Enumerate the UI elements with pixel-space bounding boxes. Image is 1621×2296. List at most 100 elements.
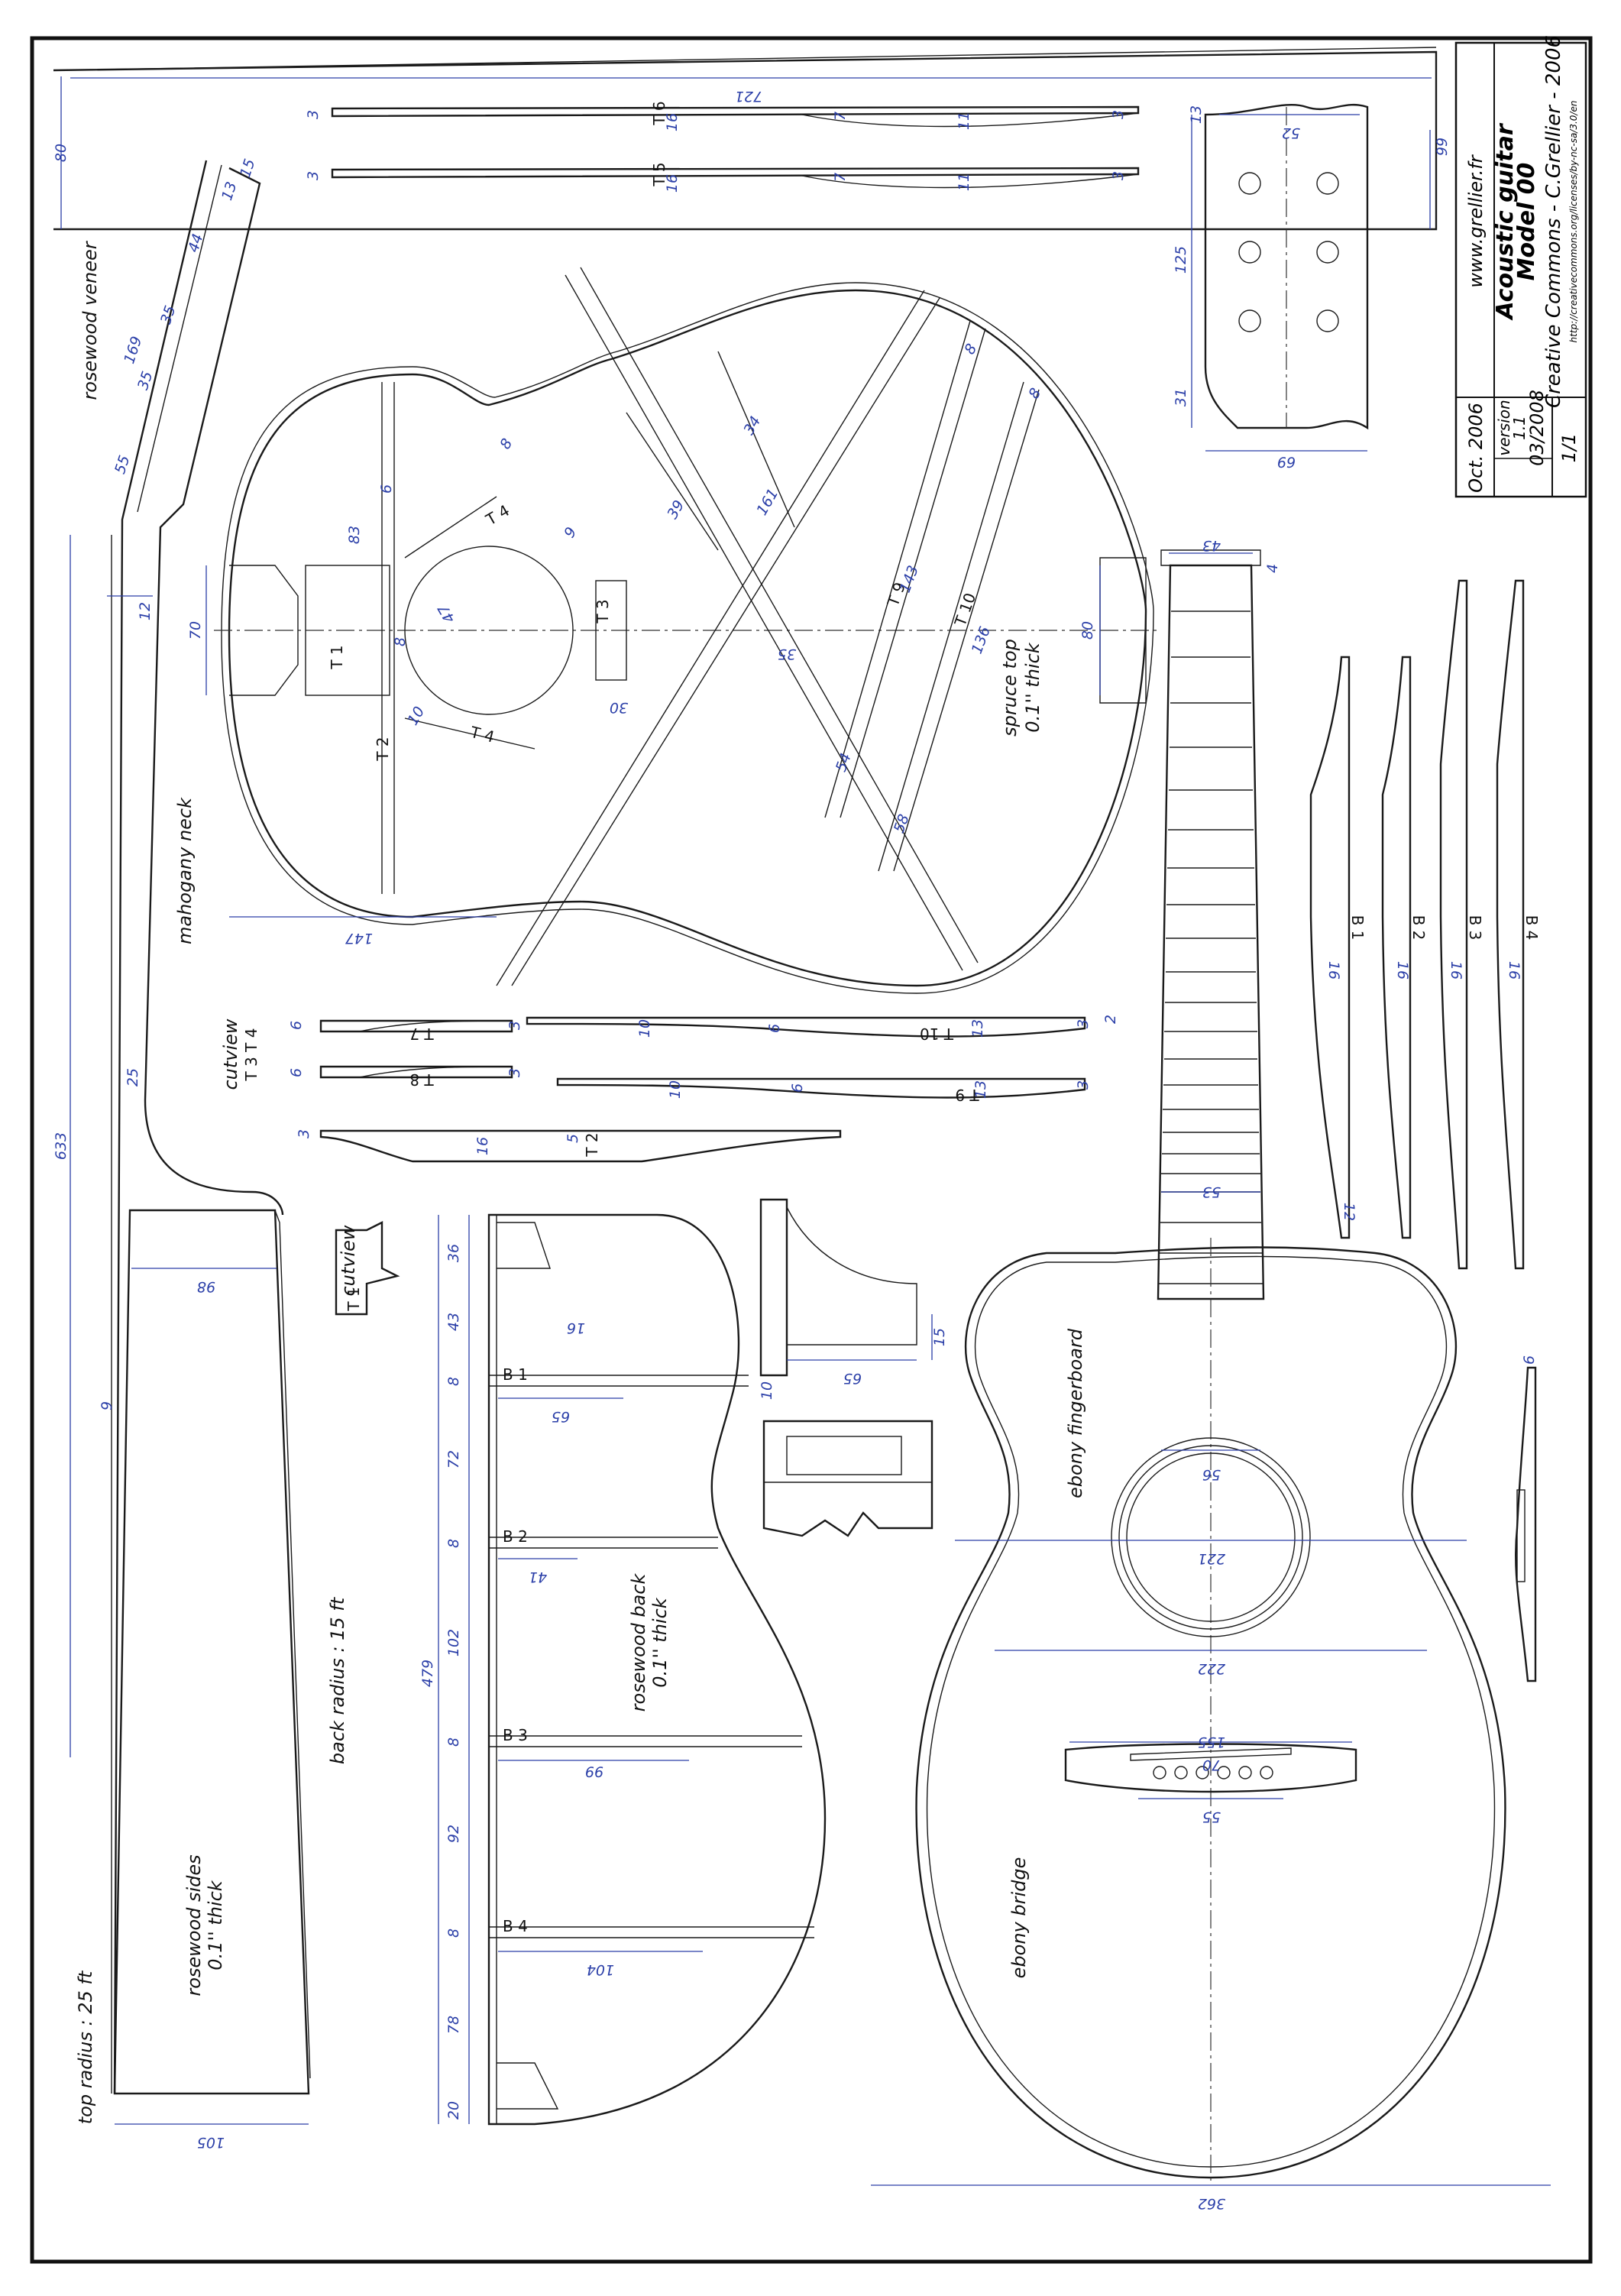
title-model: Model 00 — [1513, 163, 1540, 281]
side-profile — [1514, 1366, 1537, 1682]
dim-t10-10: 10 — [636, 1019, 653, 1038]
tag-t10-profile: T 10 — [920, 1025, 954, 1043]
dim-body-222: 222 — [1198, 1660, 1225, 1677]
dim-det-15: 15 — [931, 1328, 948, 1346]
tag-b1: B 1 — [1348, 915, 1367, 941]
sheet-frame — [30, 36, 1593, 2264]
dim-brace-8: 8 — [497, 436, 516, 452]
title-revision-date: 03/2008 — [1526, 390, 1548, 466]
tag-t9-profile: T 9 — [955, 1086, 979, 1104]
dim-neck-633: 633 — [53, 1132, 70, 1160]
dim-t6-e: 3 — [1110, 110, 1127, 119]
dim-brace-8c: 8 — [1025, 385, 1044, 401]
dim-neck-9: 9 — [99, 1401, 115, 1410]
dim-back-8c: 8 — [445, 1737, 462, 1747]
dim-veneer-e: 35 — [157, 303, 179, 326]
dim-back-104: 104 — [587, 1961, 614, 1978]
dim-t6-b: 16 — [664, 113, 681, 131]
tag-t7: T 7 — [409, 1025, 434, 1043]
dim-b4-16: 16 — [1506, 961, 1522, 980]
dim-cv-6b: 6 — [288, 1068, 305, 1077]
tag-t6: T 6 — [650, 101, 668, 125]
dim-bridge-70: 70 — [1202, 1757, 1221, 1773]
dim-t5-b: 16 — [664, 174, 681, 193]
dim-t10-3: 3 — [1075, 1019, 1092, 1028]
label-rosewood-back-thick: 0.1'' thick — [649, 1597, 671, 1687]
title-license: Creative Commons - C.Grellier - 2006 — [1542, 35, 1565, 408]
dim-t6-a: 3 — [305, 110, 322, 119]
title-version: 1.1 — [1510, 416, 1529, 440]
dim-b-12: 12 — [1341, 1203, 1357, 1221]
tag-t1-cutview: T 1 — [345, 1287, 363, 1311]
label-top-radius: top radius : 25 ft — [75, 1970, 96, 2124]
dim-t1-70: 70 — [187, 621, 204, 640]
label-rosewood-veneer: rosewood veneer — [79, 240, 101, 400]
dim-t1-8: 8 — [392, 637, 409, 646]
tag-t8: T 8 — [409, 1070, 434, 1089]
rosewood-sides — [113, 1209, 311, 2125]
dim-head-base-w: 69 — [1277, 455, 1296, 471]
label-back-radius: back radius : 15 ft — [327, 1596, 348, 1764]
body-front — [871, 1238, 1551, 2186]
dim-veneer-g: 55 — [112, 453, 133, 476]
dim-hole-47: 47 — [435, 601, 458, 626]
dim-brace-39: 39 — [664, 497, 688, 522]
dim-head-top-w: 52 — [1282, 125, 1300, 141]
title-version-label: version — [1495, 400, 1513, 455]
dim-veneer-d: 169 — [121, 335, 145, 366]
dim-b3-16: 16 — [1448, 961, 1464, 980]
title-block: www.grellier.fr Acoustic guitar Model 00… — [1454, 35, 1587, 498]
rosewood-back — [438, 1213, 827, 2126]
dim-brace-35: 35 — [778, 646, 796, 662]
dim-brace-34: 34 — [740, 413, 764, 438]
dim-cv-3a: 3 — [506, 1021, 523, 1030]
dim-t2-10: 10 — [404, 704, 428, 728]
dim-side-6: 6 — [1521, 1355, 1538, 1365]
dim-sides-98: 98 — [197, 1278, 215, 1295]
dim-det-10: 10 — [759, 1381, 775, 1400]
dim-back-8b: 8 — [445, 1539, 462, 1548]
dim-t2-3: 3 — [296, 1129, 312, 1138]
tag-t10: T 10 — [950, 591, 979, 630]
dim-brace-9: 9 — [561, 524, 580, 540]
dim-sides-105: 105 — [197, 2134, 225, 2151]
dim-t5-c: 7 — [832, 173, 849, 182]
dim-back-66: 66 — [585, 1764, 603, 1781]
dim-t5-d: 11 — [956, 173, 972, 191]
dim-back-36: 36 — [445, 1244, 462, 1262]
title-name: Acoustic guitar — [1492, 122, 1519, 320]
dim-back-8d: 8 — [445, 1928, 462, 1938]
tag-b4-back: B 4 — [503, 1917, 528, 1935]
neck-side-view — [70, 160, 284, 2094]
dim-t9-13: 13 — [972, 1080, 989, 1099]
tag-t2: T 2 — [374, 737, 392, 761]
tag-b2-back: B 2 — [503, 1527, 528, 1546]
label-rosewood-sides: rosewood sides — [183, 1854, 205, 1996]
dim-brace-161: 161 — [753, 486, 781, 518]
dim-det-65: 65 — [843, 1370, 862, 1387]
dim-t6-d: 11 — [956, 112, 972, 130]
dim-back-479: 479 — [419, 1660, 436, 1687]
dim-t2-5: 5 — [565, 1134, 581, 1143]
truss-rod-t6 — [331, 105, 1140, 128]
dim-t1-83: 83 — [346, 526, 363, 544]
dim-head-len: 125 — [1173, 246, 1189, 274]
tag-t1: T 1 — [328, 645, 346, 669]
dim-t6-c: 7 — [832, 112, 849, 121]
dim-back-72: 72 — [445, 1450, 462, 1469]
headstock — [1191, 103, 1369, 452]
dim-back-8a: 8 — [445, 1377, 462, 1386]
dim-b1-16: 16 — [1325, 961, 1342, 980]
dim-top-80: 80 — [1079, 621, 1096, 640]
title-date: Oct. 2006 — [1465, 403, 1487, 493]
dim-head-width: 99 — [1434, 138, 1451, 156]
dim-bridge-155: 155 — [1198, 1734, 1225, 1750]
dim-veneer-b: 13 — [218, 180, 240, 202]
dim-neck-12: 12 — [137, 602, 154, 620]
dim-t9-10: 10 — [667, 1080, 684, 1099]
dim-back-65: 65 — [552, 1408, 570, 1425]
truss-rod-t5 — [331, 167, 1140, 189]
dim-t1-6: 6 — [378, 484, 395, 494]
